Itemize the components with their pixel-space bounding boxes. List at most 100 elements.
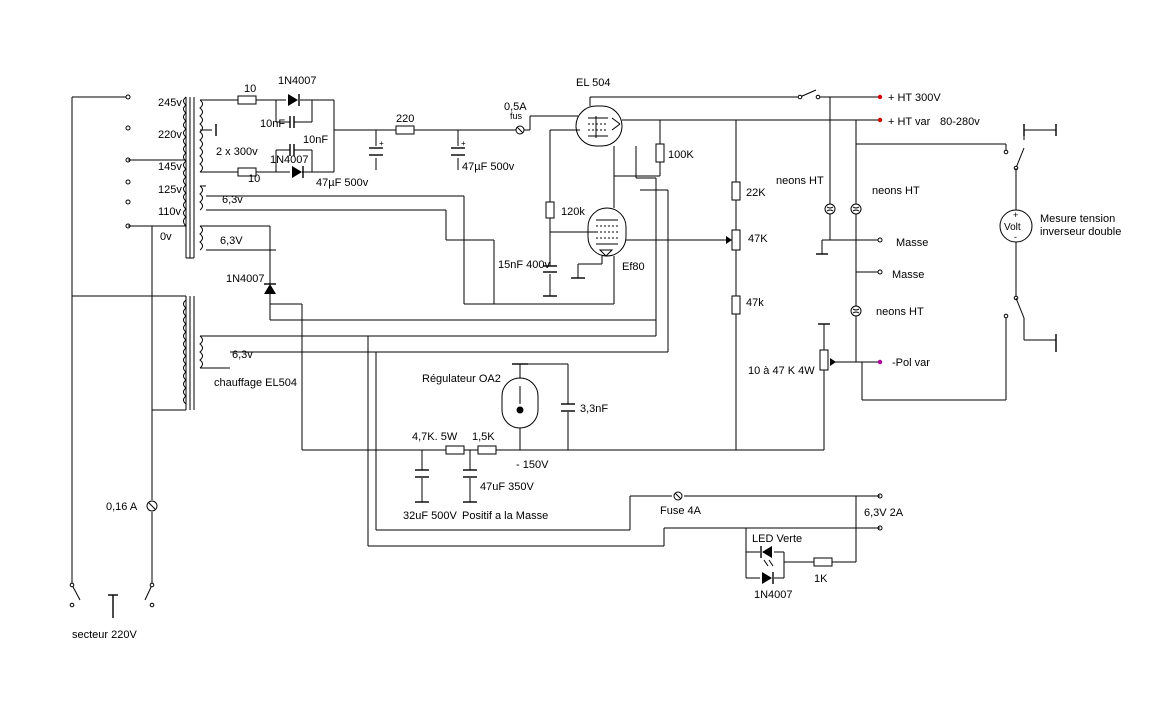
heater-output-wiring [367,336,880,579]
label-150v: - 150V [516,459,549,471]
capacitor-15nf [543,265,557,273]
label-neons-2: neons HT [872,185,920,197]
resistor-47k [731,295,741,315]
divider-wiring [269,120,825,503]
fuse-4a [673,491,683,501]
tap-label-0v: 0v [160,231,172,243]
tap-label-110v: 110v [158,206,182,218]
output-6-3v: 6,3V 2A [864,507,904,519]
resistor-120k [545,201,555,219]
label-r10b: 10 [248,173,260,185]
label-diode-a: 1N4007 [278,75,317,87]
neon-lamp-3 [850,305,862,317]
heater-transformer [183,296,668,410]
label-neons-1: neons HT [776,175,824,187]
tap-label-125v: 125v [158,184,182,196]
label-diode-d: 1N4007 [754,589,793,601]
capacitor-10nf-b [289,144,295,156]
output-htvar: + HT var [888,116,931,128]
resistor-1k [813,557,833,567]
potentiometer-polvar [819,349,836,371]
label-47k: 47k [746,297,764,309]
voltmeter-label-2: inverseur double [1040,226,1121,238]
label-47uf-a: 47µF 500v [316,177,369,189]
label-47uf-b: 47µF 500v [462,161,515,173]
diode-1n4007-c [264,283,276,294]
label-led: LED Verte [752,533,802,545]
label-fuse-ht: 0,5A [504,101,527,113]
output-ht300: + HT 300V [888,92,941,104]
resistor-22k [731,181,741,201]
label-fuse-main: 0,16 A [106,501,138,513]
label-diode-c: 1N4007 [226,273,265,285]
label-r220: 220 [396,113,414,125]
label-1-5k: 1,5K [472,431,495,443]
label-fuse-ht-sub: fus [510,111,523,121]
label-120k: 120k [561,206,585,218]
mains-fuse [146,500,158,512]
label-r10a: 10 [244,83,256,95]
label-100k: 100K [668,149,694,161]
label-pot-polvar: 10 à 47 K 4W [748,365,815,377]
diode-1n4007-b [292,166,304,178]
label-4-7k: 4,7K. 5W [412,431,458,443]
capacitor-47uf-b: + [451,139,466,156]
tube-el504 [575,105,623,147]
capacitor-47uf-350 [463,469,477,478]
resistor-4-7k [445,445,465,455]
label-1k: 1K [814,573,828,585]
label-secteur: secteur 220V [72,629,137,641]
tube-ef80 [587,207,627,257]
label-47uf-350: 47uF 350V [480,481,534,493]
regulator-oa2 [501,377,539,429]
voltmeter-label-1: Mesure tension [1040,213,1115,225]
diode-1n4007-a [288,94,300,106]
potentiometer-47k [731,229,741,251]
label-fuse-4a: Fuse 4A [660,505,702,517]
resistor-10a [237,95,257,105]
resistor-220 [395,125,415,135]
output-wiring [797,89,1007,401]
capacitor-32uf [415,469,429,478]
tap-label-245v: 245v [158,97,182,109]
svg-text:+: + [379,139,384,148]
voltmeter-symbol: Volt [1004,222,1021,233]
capacitor-3-3nf [561,403,575,412]
label-pot47k: 47K [748,233,768,245]
output-masse-2: Masse [892,269,924,281]
tap-label-145v: 145v [158,161,182,173]
capacitor-47uf-a: + [369,139,384,156]
resistor-100k [655,143,665,163]
svg-text:+: + [461,139,466,148]
tube-wiring [269,96,880,352]
label-32uf: 32uF 500V [403,510,457,522]
transformer-tap-dots [125,94,186,236]
led-green [760,546,774,567]
main-transformer [183,96,464,259]
label-22k: 22K [746,187,766,199]
label-15nf: 15nF 400v [498,259,550,271]
label-ef80: Ef80 [622,261,645,273]
label-10nf-a: 10nF [260,118,285,130]
voltmeter-minus: - [1014,232,1017,242]
label-oa2: Régulateur OA2 [422,373,501,385]
output-masse-1: Masse [896,237,928,249]
resistor-1-5k [477,445,497,455]
label-3nf: 3,3nF [580,403,608,415]
resistor-10b [237,167,257,177]
label-chauffage: chauffage EL504 [214,377,297,389]
mains-wiring [69,96,186,618]
label-neons-3: neons HT [876,306,924,318]
output-htvar-range: 80-280v [940,116,980,128]
label-2x300v: 2 x 300v [216,146,258,158]
label-heater-2: 6,3V [220,235,243,247]
label-positif-masse: Positif a la Masse [462,510,548,522]
neon-lamp-2 [850,203,862,215]
neon-lamp-1 [824,203,836,215]
diode-1n4007-d [762,572,774,584]
fuse-ht [515,125,525,135]
label-diode-b: 1N4007 [270,154,309,166]
label-heater-3: 6,3v [232,349,253,361]
label-heater-1: 6,3v [222,194,243,206]
